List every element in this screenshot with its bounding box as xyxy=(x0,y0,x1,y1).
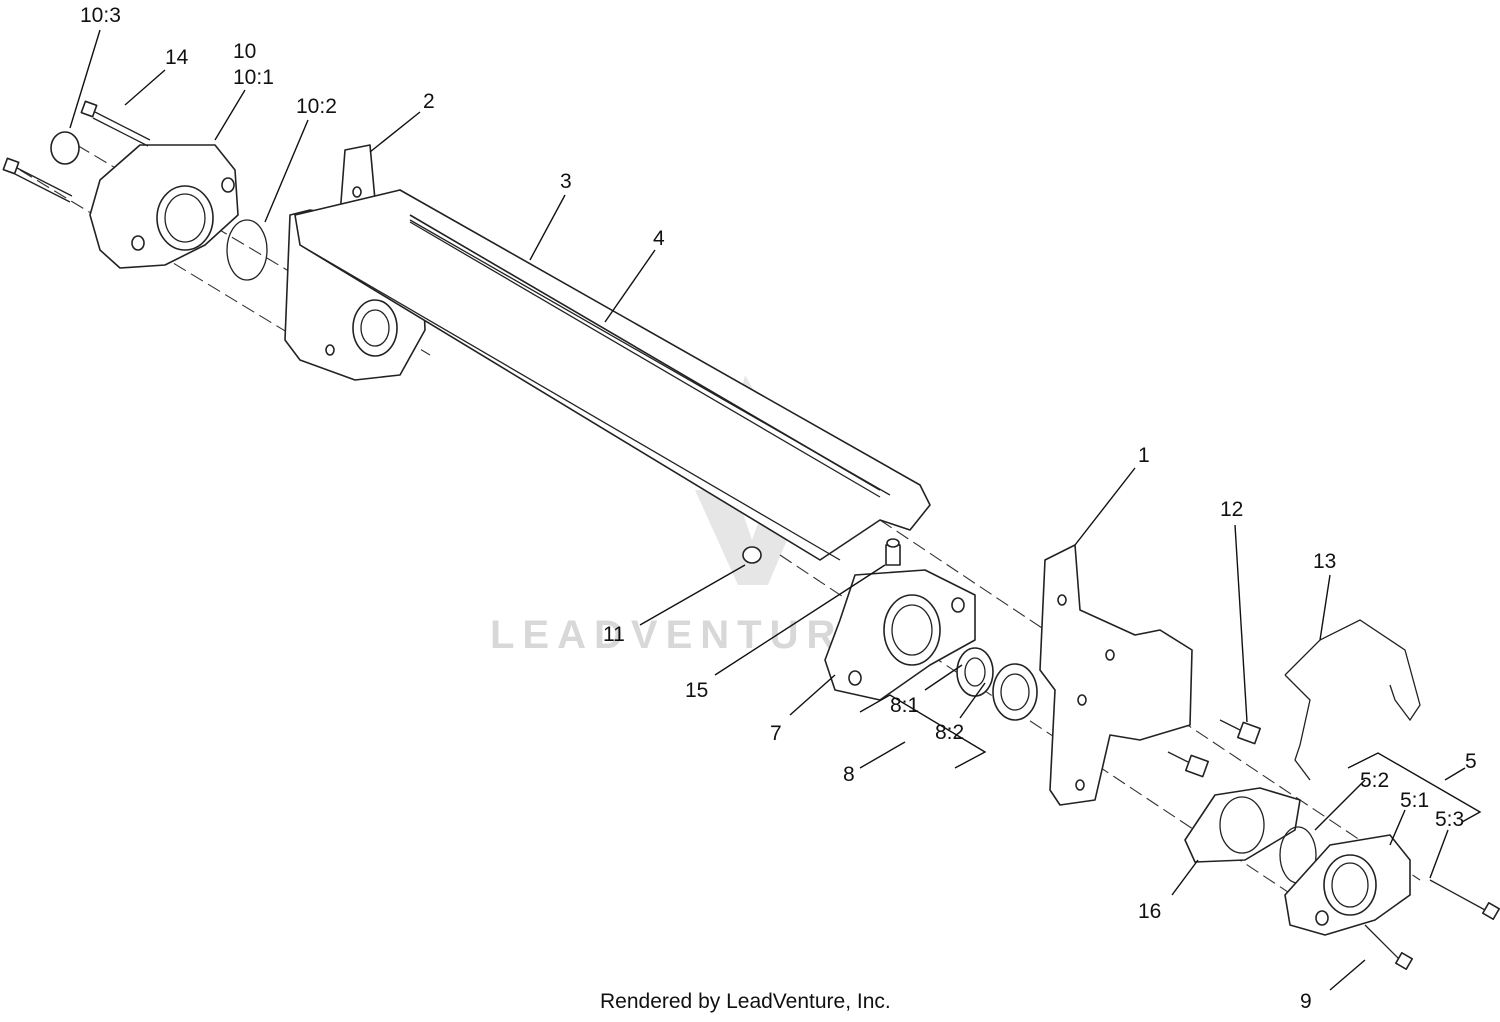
part-8-bearings xyxy=(956,647,1038,721)
callout-10-2: 10:2 xyxy=(296,95,337,118)
part-11-nut xyxy=(742,546,762,564)
callout-3: 3 xyxy=(560,170,572,193)
callout-8: 8 xyxy=(843,763,855,786)
callout-12: 12 xyxy=(1220,498,1243,521)
callout-15: 15 xyxy=(685,679,708,702)
callout-10: 10 xyxy=(233,40,256,63)
callout-14: 14 xyxy=(165,46,189,69)
leader-lines xyxy=(69,29,1482,991)
callout-7: 7 xyxy=(770,722,782,745)
part-16-gasket xyxy=(1184,787,1301,863)
part-12-bolts xyxy=(1167,719,1261,778)
callout-9: 9 xyxy=(1300,990,1312,1013)
part-1-right-plate xyxy=(1039,544,1193,806)
callout-11: 11 xyxy=(603,623,625,646)
callout-5-2: 5:2 xyxy=(1360,769,1389,792)
part-10-2-o-ring xyxy=(226,219,268,281)
part-14-bolts xyxy=(2,100,151,203)
part-15-grease-fitting xyxy=(885,538,901,566)
callout-10-3: 10:3 xyxy=(80,4,121,27)
part-3-crossbar xyxy=(294,189,931,561)
callout-5-3: 5:3 xyxy=(1435,808,1464,831)
part-5-bearing-housing-right xyxy=(1284,834,1411,936)
part-13-wire xyxy=(1284,619,1421,781)
callout-2: 2 xyxy=(423,90,435,113)
callout-5-1: 5:1 xyxy=(1400,789,1429,812)
part-9-bolts xyxy=(1364,879,1500,970)
part-4-rod xyxy=(409,214,881,498)
callout-10-1: 10:1 xyxy=(233,66,274,89)
callout-4: 4 xyxy=(653,227,665,250)
watermark-text: LEADVENTURE xyxy=(490,613,878,657)
callout-13: 13 xyxy=(1313,550,1336,573)
part-10-3-cap xyxy=(50,131,80,165)
callout-16: 16 xyxy=(1138,900,1161,923)
footer-credit: Rendered by LeadVenture, Inc. xyxy=(600,990,891,1013)
callout-8-1: 8:1 xyxy=(890,694,919,717)
callout-1: 1 xyxy=(1138,444,1150,467)
part-10-bearing-housing-left xyxy=(89,144,239,269)
part-7-flange xyxy=(824,569,976,701)
callout-5: 5 xyxy=(1465,750,1477,773)
callout-labels: 10:3 14 10 10:1 10:2 2 3 4 1 12 13 11 15… xyxy=(80,4,1477,1013)
callout-8-2: 8:2 xyxy=(935,721,964,744)
